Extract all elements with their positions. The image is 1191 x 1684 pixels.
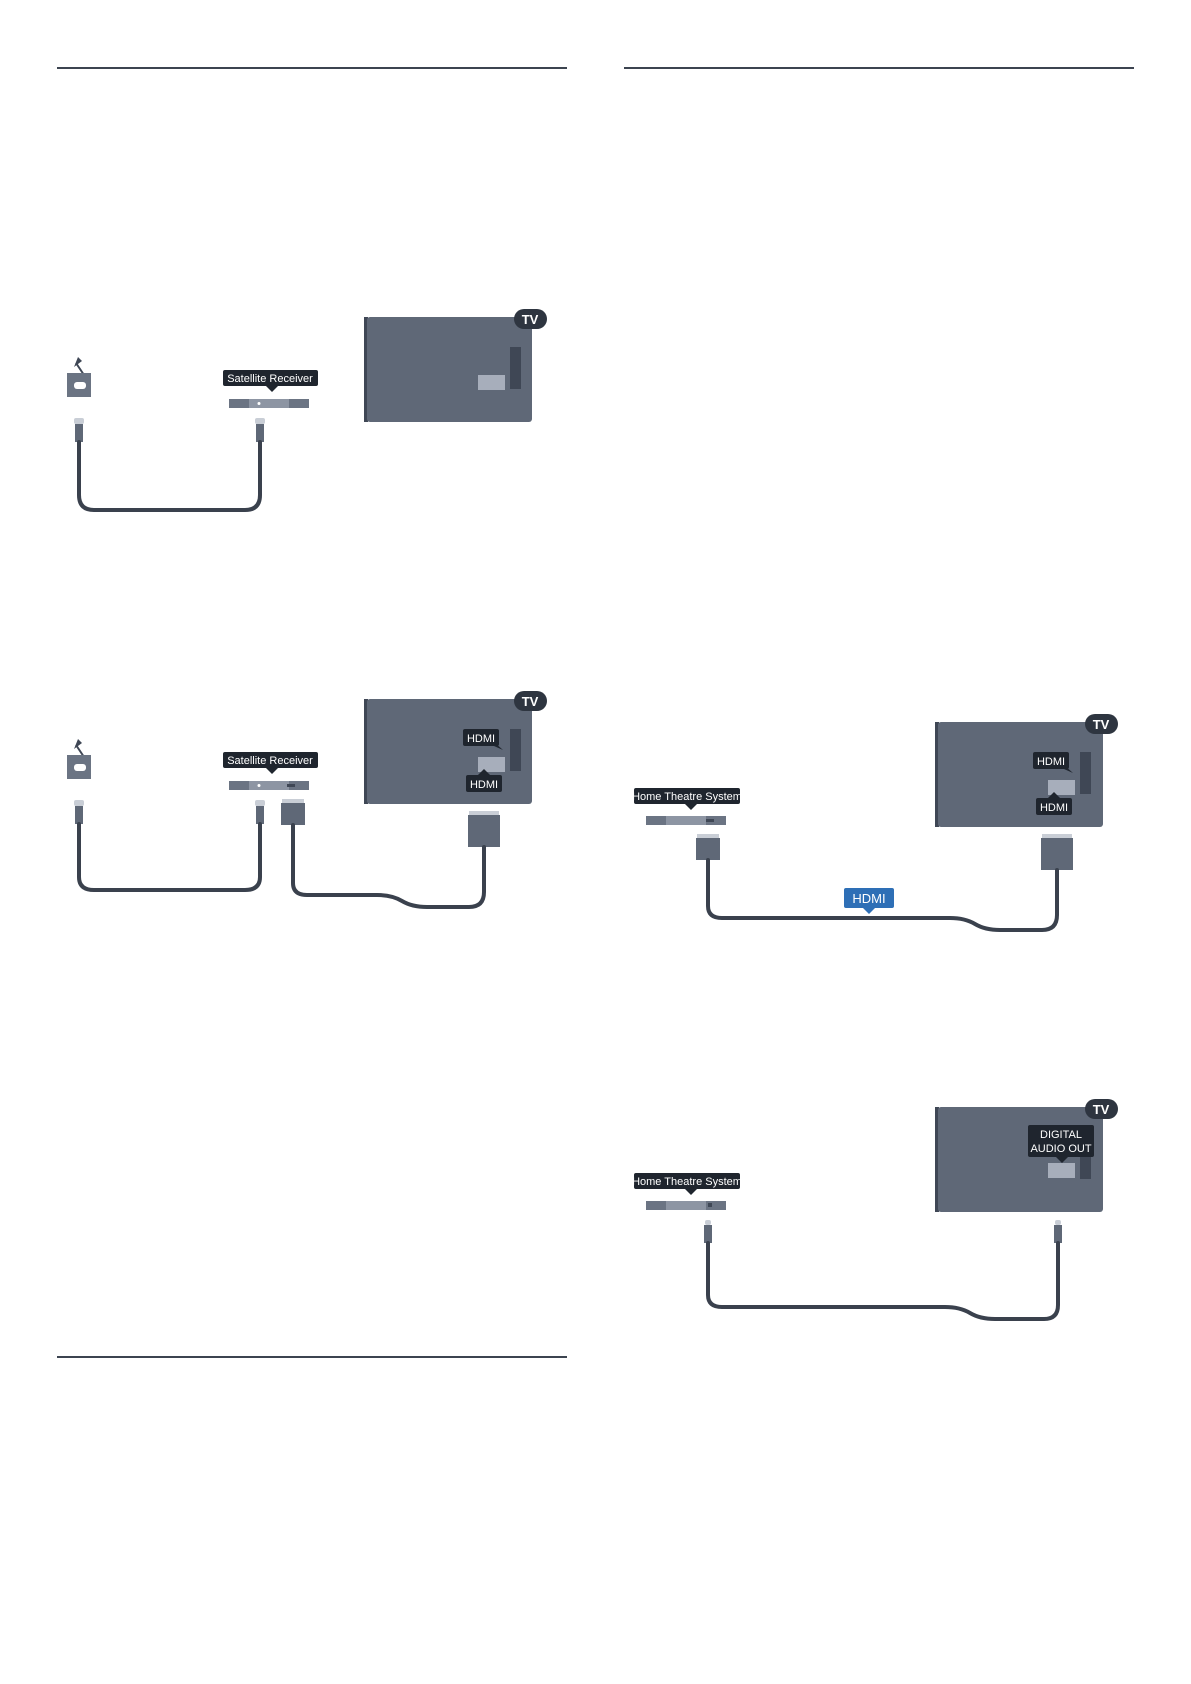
coax-plug-icon [74,800,265,824]
hdmi-plug-icon [281,799,500,847]
diagram-satellite-cable: TV Satellite Receiver [67,309,547,512]
device-label: Satellite Receiver [227,373,313,385]
tv-port-label-line1: DIGITAL [1040,1129,1082,1141]
cable-label: HDMI [852,891,885,906]
top-left-rule [57,67,567,69]
tv-icon: TV HDMI HDMI [364,691,547,804]
tv-port-label: HDMI [467,733,495,745]
svg-text:TV: TV [1093,1102,1110,1117]
satellite-dish-icon [67,357,91,397]
top-right-rule [624,67,1134,69]
coax-plug-icon [74,418,265,442]
home-theatre-system-device: Home Theatre System [632,788,742,825]
tv-icon: TV [364,309,547,422]
diagram-hts-hdmi: TV HDMI HDMI Home Theatre System HDMI [632,714,1118,932]
svg-text:HDMI: HDMI [1040,802,1068,814]
device-label: Home Theatre System [632,791,742,803]
tv-icon: TV DIGITAL AUDIO OUT [935,1099,1118,1212]
bottom-left-rule [57,1356,567,1358]
diagram-satellite-hdmi: TV HDMI HDMI Satellite Receiver [67,691,547,909]
satellite-dish-icon [67,739,91,779]
svg-text:TV: TV [1093,717,1110,732]
svg-text:HDMI: HDMI [1037,756,1065,768]
diagram-hts-optical: TV DIGITAL AUDIO OUT Home Theatre System [632,1099,1118,1321]
optical-plug-icon [704,1220,1062,1243]
satellite-receiver-device: Satellite Receiver [223,370,318,408]
tv-port-label-line2: AUDIO OUT [1030,1143,1091,1155]
svg-text:TV: TV [522,694,539,709]
tv-icon: TV HDMI HDMI [935,714,1118,827]
tv-port-label-2: HDMI [470,779,498,791]
svg-text:Satellite Receiver: Satellite Receiver [227,755,313,767]
svg-text:Home Theatre System: Home Theatre System [632,1176,742,1188]
home-theatre-system-device: Home Theatre System [632,1173,742,1210]
tv-label: TV [522,312,539,327]
cable-label-badge: HDMI [844,888,894,914]
hdmi-plug-icon [696,834,1073,870]
satellite-receiver-device: Satellite Receiver [223,752,318,790]
